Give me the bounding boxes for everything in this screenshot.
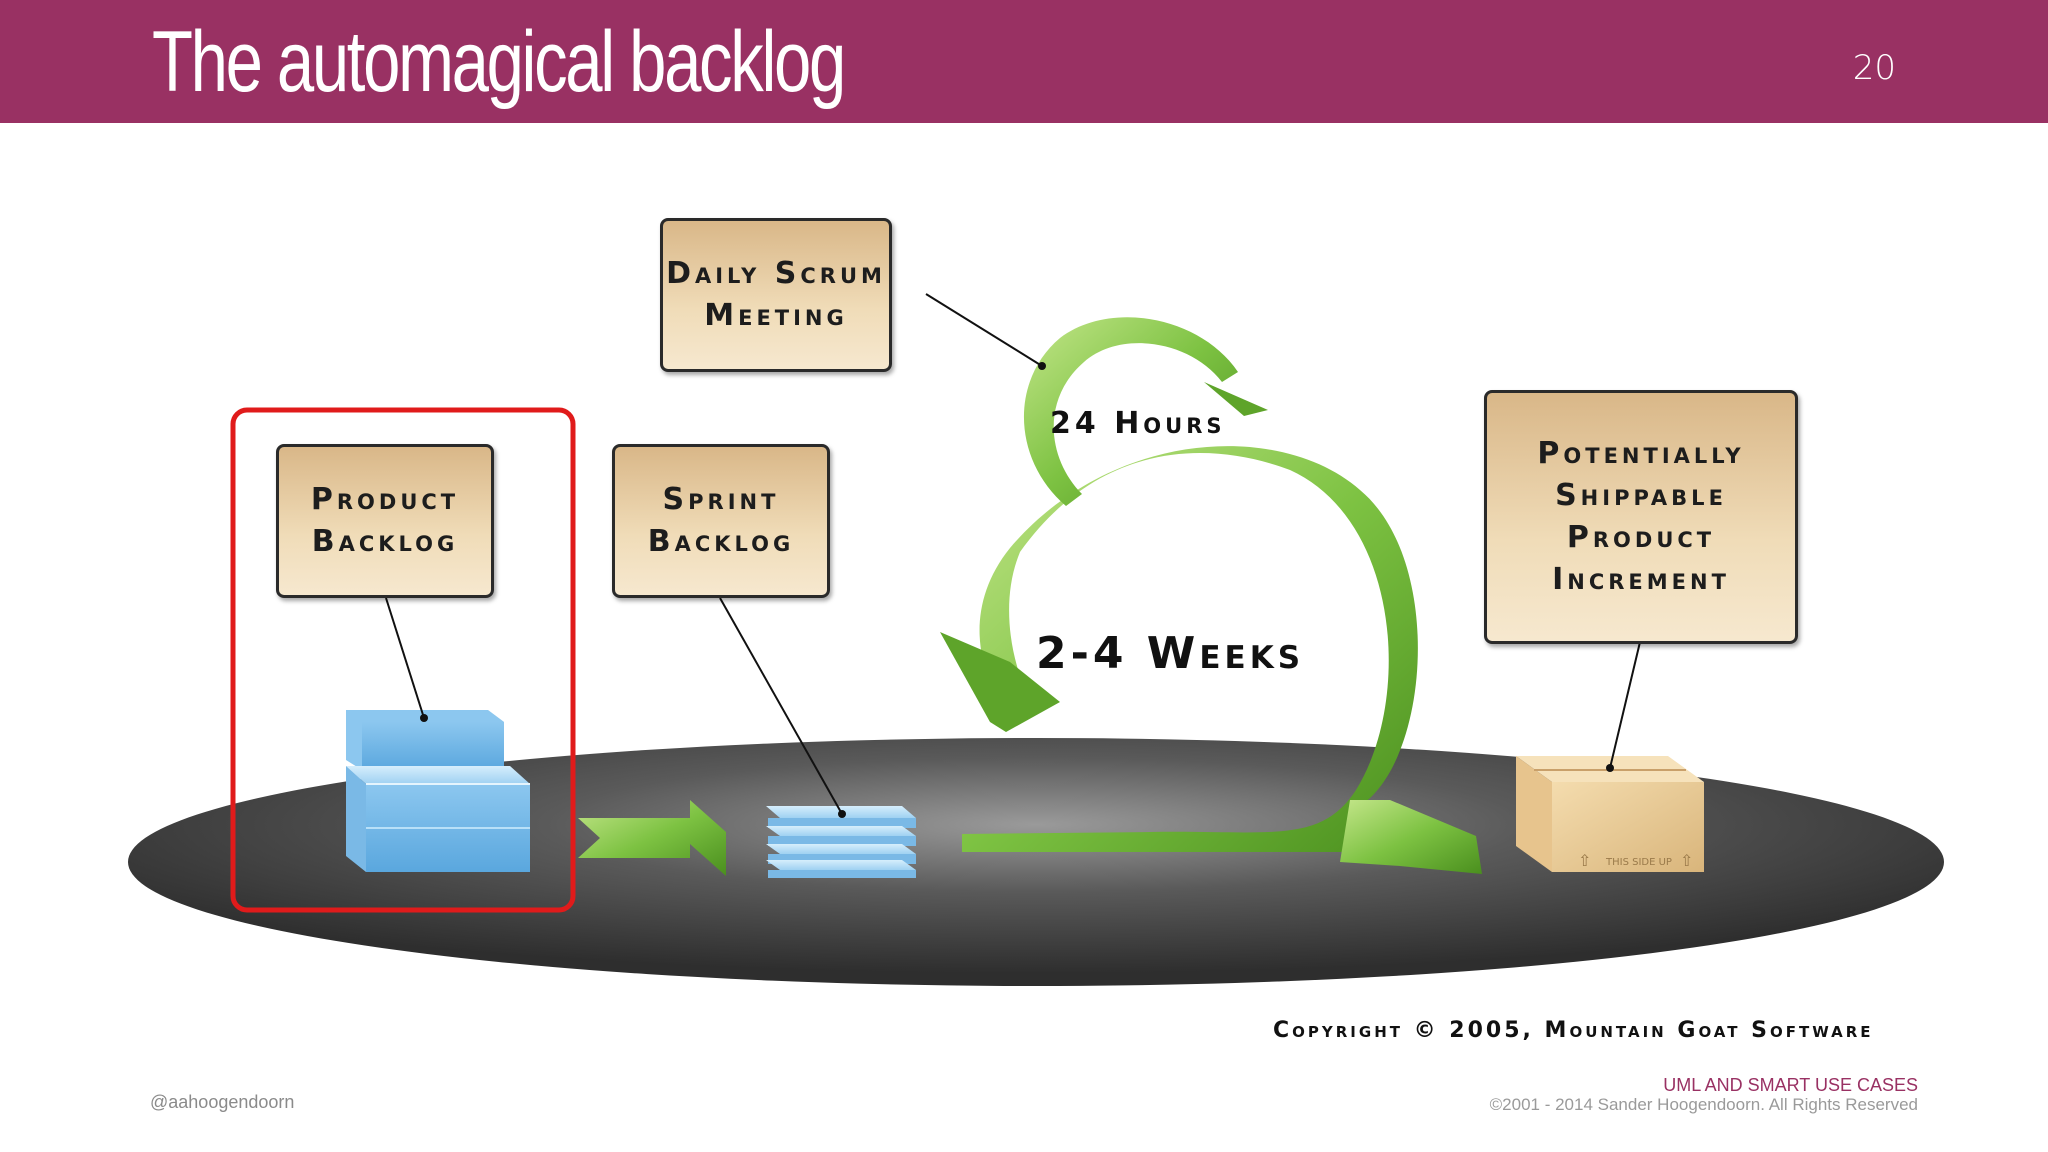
connector-lines	[385, 293, 1641, 815]
shipping-box: THIS SIDE UP ⇧ ⇧	[1516, 756, 1704, 872]
diagram-copyright: Copyright © 2005, Mountain Goat Software	[1273, 1018, 1874, 1043]
sprint-backlog-line-2: Backlog	[647, 524, 795, 559]
sprint-loop-head	[940, 632, 1060, 732]
slide-header: The automagical backlog 20	[0, 0, 2048, 123]
increment-line-2: Shippable	[1555, 478, 1727, 513]
daily-loop-head	[1204, 382, 1268, 416]
product-backlog-line-1: Product	[310, 482, 460, 517]
product-backlog-label: Product Backlog	[276, 444, 494, 598]
connector-dots	[420, 362, 1614, 818]
slide-title: The automagical backlog	[152, 14, 846, 110]
footer-course: UML AND SMART USE CASES	[1663, 1075, 1918, 1095]
increment-line-4: Increment	[1552, 562, 1730, 597]
daily-scrum-line-2: Meeting	[704, 298, 848, 333]
arrow-to-sprint	[578, 800, 726, 876]
increment-line-1: Potentially	[1537, 436, 1745, 471]
increment-line-3: Product	[1566, 520, 1716, 555]
footer-handle: @aahoogendoorn	[150, 1092, 295, 1112]
hours-label: 24 Hours	[1050, 406, 1226, 441]
daily-loop-arrow	[1023, 317, 1238, 506]
daily-scrum-label: Daily Scrum Meeting	[660, 218, 892, 372]
daily-scrum-line-1: Daily Scrum	[666, 256, 886, 291]
sprint-backlog-line-1: Sprint	[662, 482, 780, 517]
svg-text:⇧: ⇧	[1680, 851, 1693, 870]
sprint-backlog-label: Sprint Backlog	[612, 444, 830, 598]
increment-label: Potentially Shippable Product Increment	[1484, 390, 1798, 644]
weeks-label: 2-4 Weeks	[1036, 628, 1305, 679]
svg-text:⇧: ⇧	[1578, 851, 1591, 870]
arrow-to-increment	[1340, 800, 1482, 874]
page-number: 20	[1852, 48, 1896, 88]
product-backlog-line-2: Backlog	[311, 524, 459, 559]
product-backlog-stack	[346, 710, 530, 872]
box-stamp: THIS SIDE UP	[1605, 857, 1672, 868]
product-backlog-highlight	[230, 407, 576, 913]
floor-ellipse	[128, 738, 1944, 986]
footer-rights: ©2001 - 2014 Sander Hoogendoorn. All Rig…	[1489, 1095, 1918, 1114]
sprint-backlog-stack	[766, 806, 916, 878]
